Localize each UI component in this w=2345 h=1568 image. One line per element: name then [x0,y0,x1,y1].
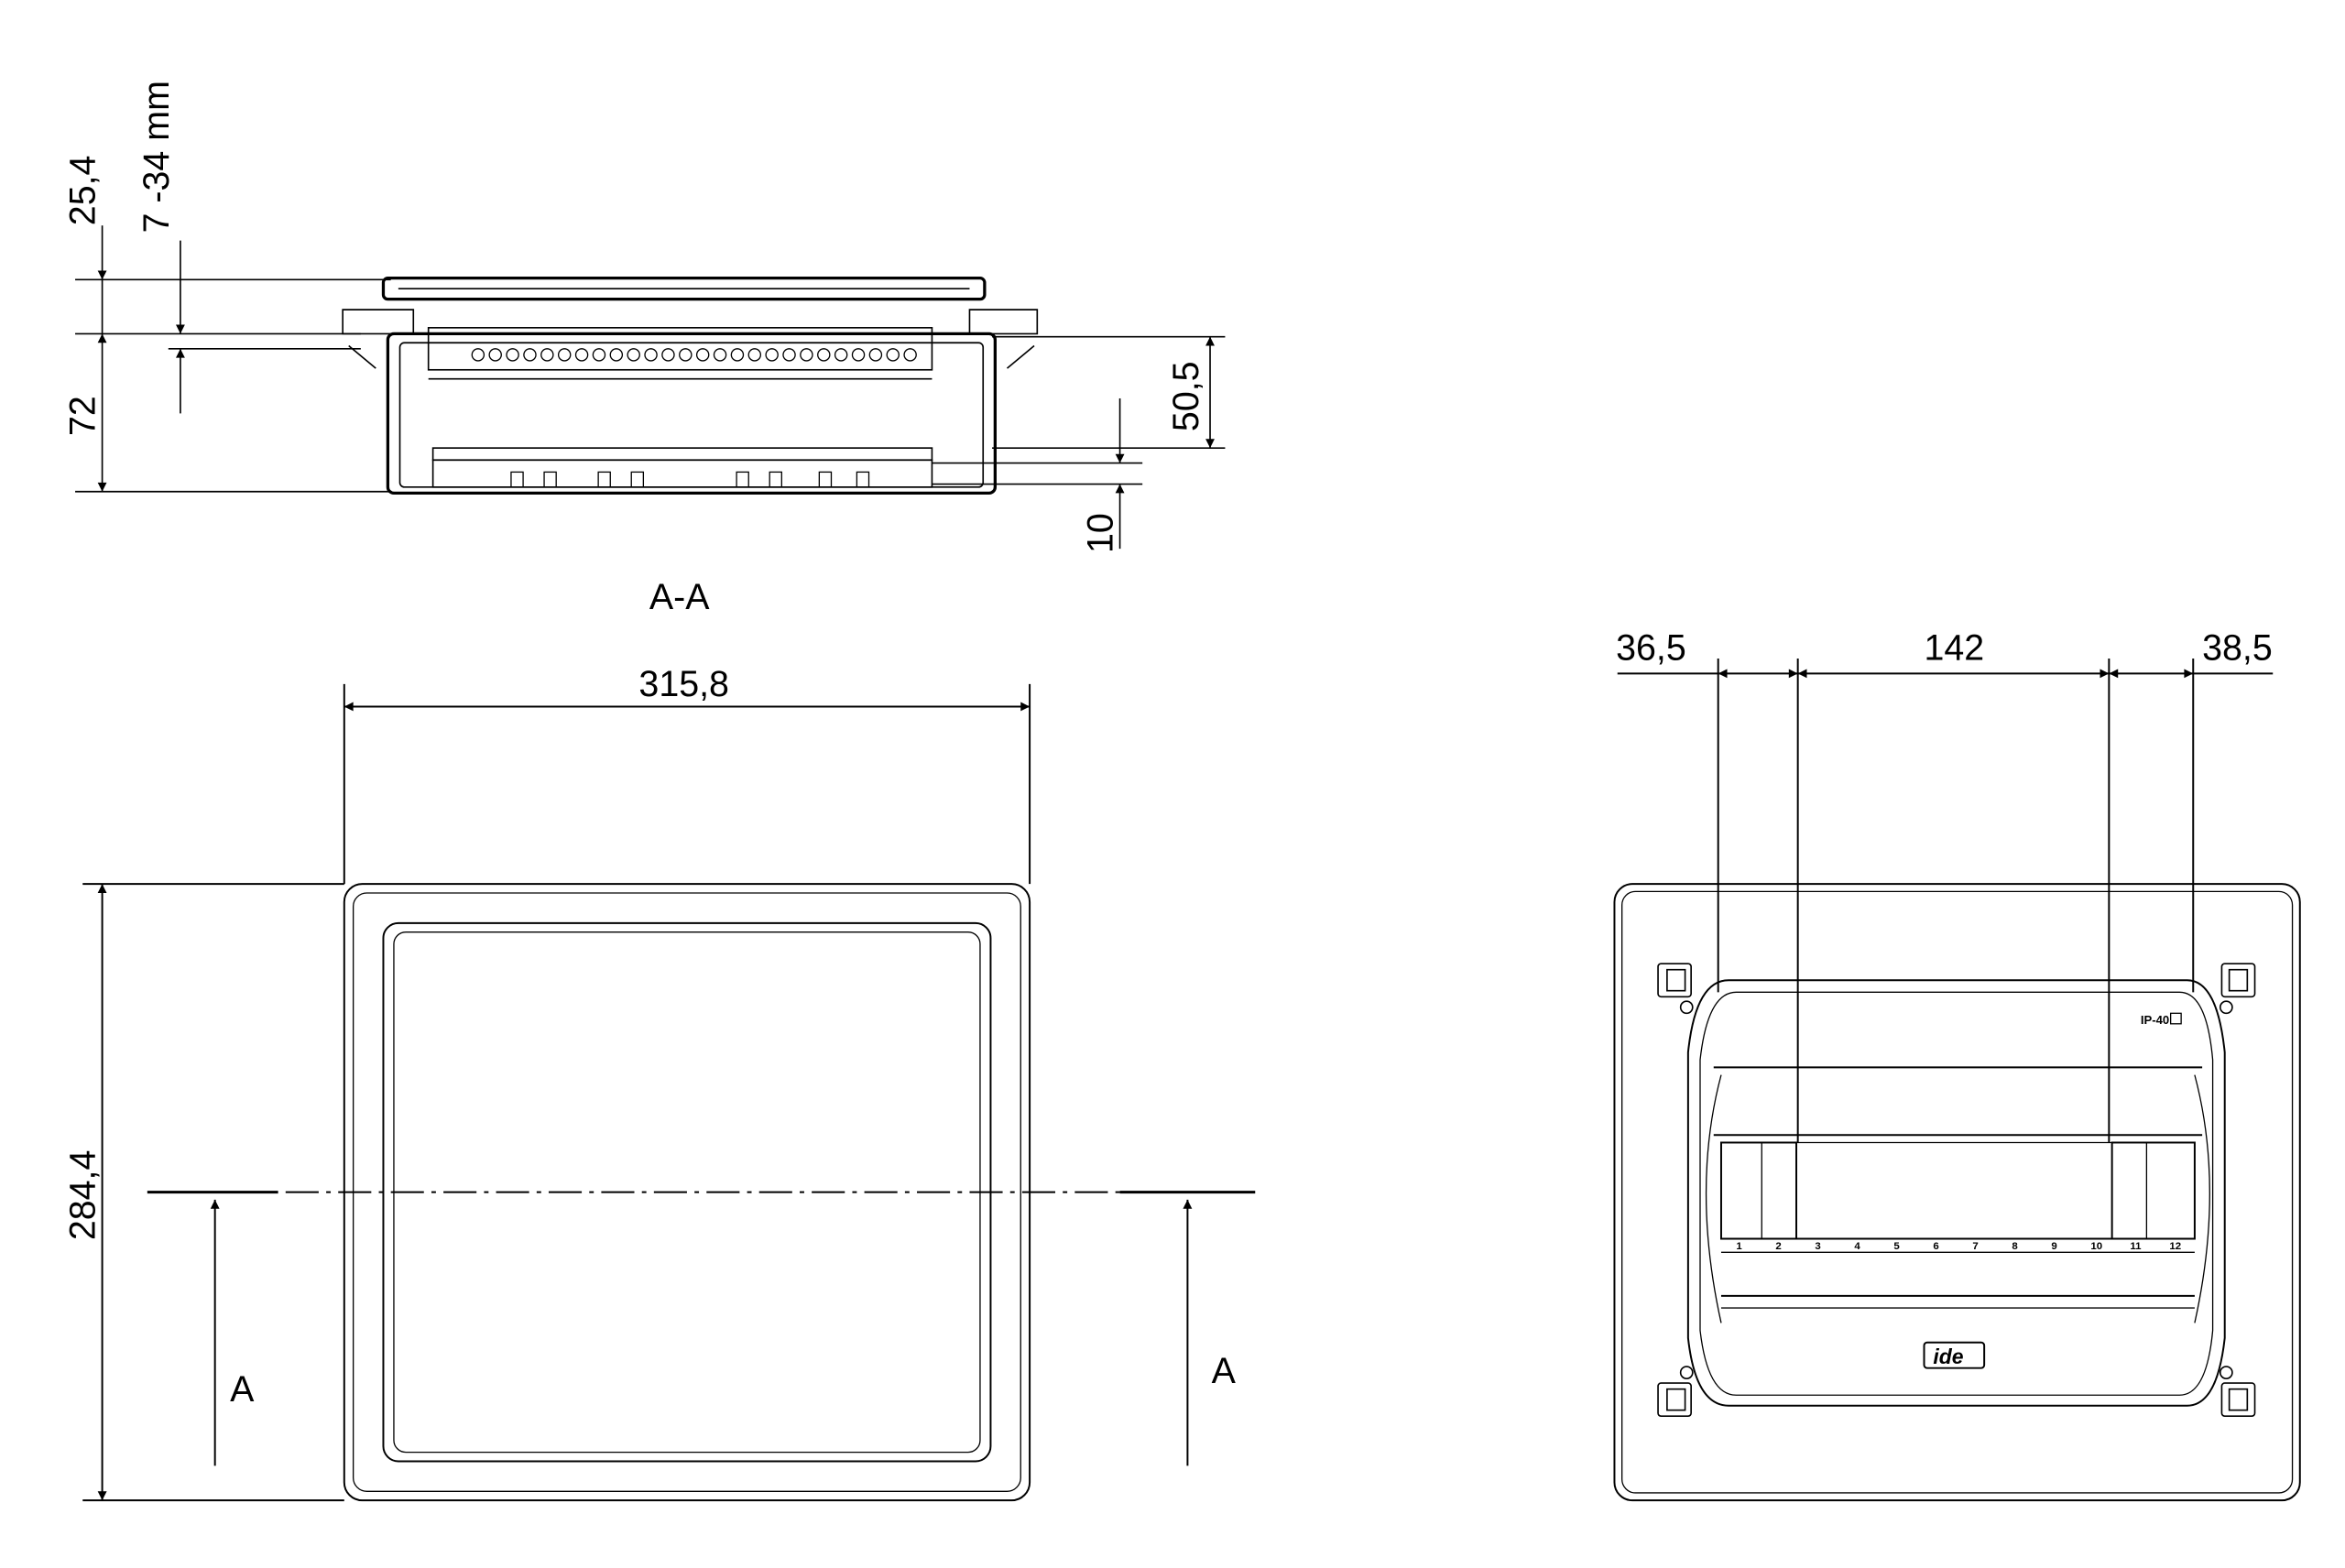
rail-hole [747,348,762,362]
rail-hole [644,348,658,362]
rail-hole [488,348,502,362]
rail-hole [851,348,866,362]
rail-hole [782,348,796,362]
dim-10: 10 [1080,513,1120,553]
rail-hole [730,348,745,362]
dim-7-34-mm: 7 -34 mm [136,81,177,233]
rail-hole [627,348,640,362]
module-number: 7 [1972,1241,1978,1252]
hinge-clips [1657,963,2256,1418]
ip-rating-label: IP-40 [2141,1013,2169,1027]
terminal-stud [543,471,557,488]
dim-72: 72 [62,396,103,436]
rail-hole [903,348,917,362]
rail-hole [886,348,900,362]
module-number: 5 [1893,1241,1900,1252]
dim-25-4: 25,4 [62,156,103,226]
rail-hole [765,348,779,362]
module-number: 9 [2051,1241,2056,1252]
brand-logo: ide [1933,1345,1963,1368]
dim-50-5: 50,5 [1166,361,1206,431]
rail-hole [471,348,485,362]
rail-hole [506,348,519,362]
dim-width: 315,8 [638,664,729,704]
rail-hole [523,348,537,362]
terminal-stud [769,471,782,488]
dim-38-5: 38,5 [2202,628,2273,669]
rail-hole [868,348,883,362]
terminal-stud [818,471,833,488]
din-rail-holes [471,348,917,362]
front-view [82,683,1256,1502]
cut-label-right: A [1212,1351,1237,1391]
rail-hole [679,348,693,362]
terminal-stud [856,471,870,488]
module-number: 4 [1854,1241,1860,1252]
cut-label-left: A [230,1369,255,1410]
rail-hole [713,348,727,362]
terminal-stud [630,471,645,488]
rail-hole [817,348,831,362]
dim-height: 284,4 [62,1150,103,1241]
dim-142: 142 [1925,628,1985,669]
module-number: 11 [2130,1241,2142,1252]
rail-hole [695,348,710,362]
module-number: 10 [2090,1241,2102,1252]
rail-hole [661,348,675,362]
terminal-stud [736,471,749,488]
rail-hole [834,348,848,362]
terminal-stud [510,471,524,488]
module-number: 3 [1815,1241,1820,1252]
module-number: 12 [2169,1241,2181,1252]
rail-hole [540,348,554,362]
dim-36-5: 36,5 [1616,628,1686,669]
rail-hole [557,348,572,362]
rail-hole [574,348,589,362]
rail-hole [609,348,624,362]
module-number: 8 [2012,1241,2018,1252]
inside-view [1613,658,2301,1502]
section-view-a-a [75,277,1226,495]
module-number: 6 [1933,1241,1938,1252]
terminal-studs [510,471,870,488]
terminal-stud [597,471,611,488]
module-number: 1 [1736,1241,1742,1252]
section-dimensions [97,225,1215,550]
rail-hole [800,348,813,362]
rail-hole [592,348,606,362]
section-label: A-A [649,577,710,617]
module-number: 2 [1775,1241,1781,1252]
